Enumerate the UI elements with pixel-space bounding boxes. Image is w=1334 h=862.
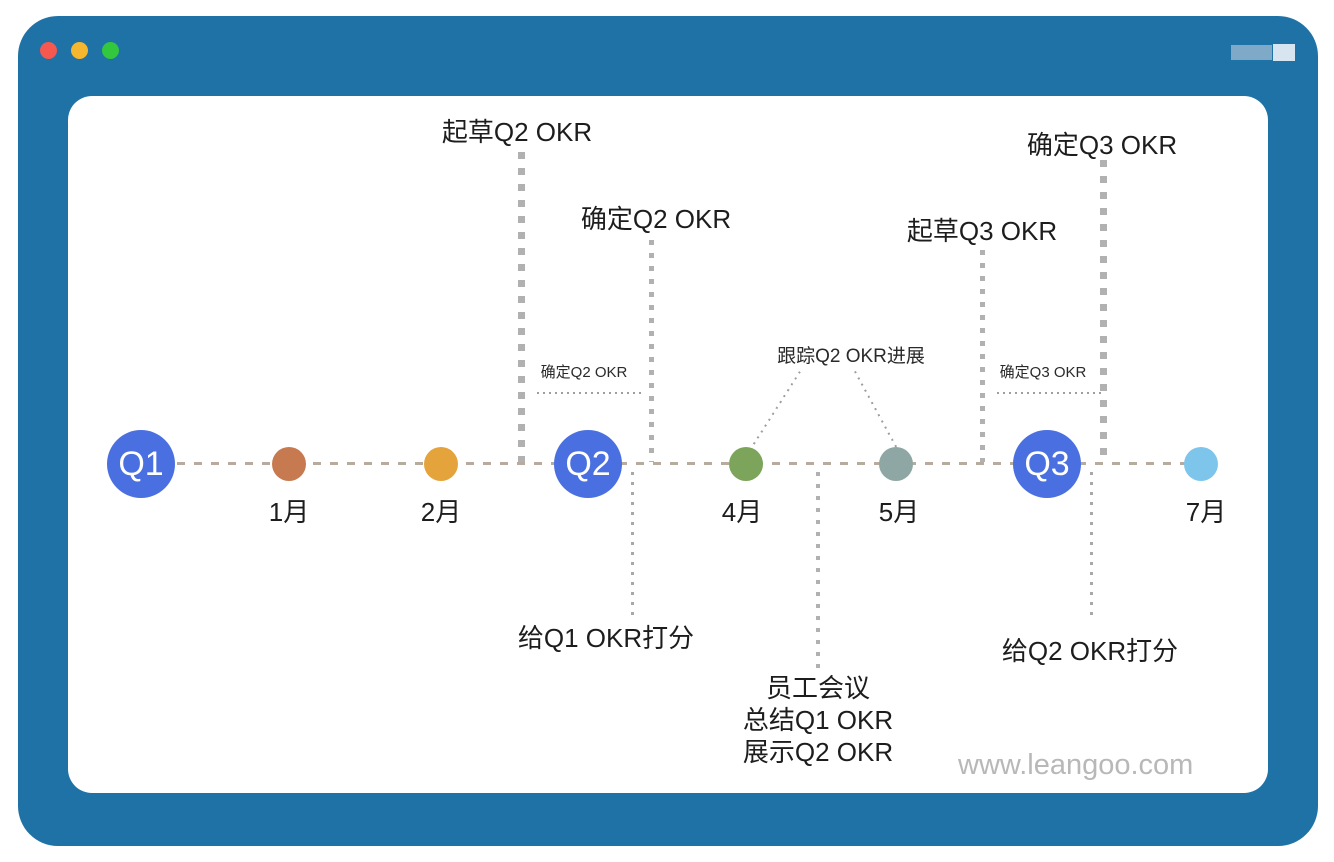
annotation-track-q2: 跟踪Q2 OKR进展 [777,346,925,367]
confirm-q3-connector [1100,160,1107,462]
annotation-confirm-q2: 确定Q2 OKR [580,204,732,234]
month-label-feb: 2月 [420,497,462,527]
month-dot-may [879,447,913,481]
timeline-canvas: Q1 Q2 Q3 1月 2月 4月 5月 7月 起草Q2 OKR 确定Q2 OK… [68,96,1268,793]
annotation-score-q1: 给Q1 OKR打分 [517,623,695,653]
month-label-jan: 1月 [268,497,310,527]
quarter-label-q2: Q2 [565,444,611,483]
score-q2-connector [1090,472,1093,618]
month-label-apr: 4月 [721,497,763,527]
quarter-label-q1: Q1 [118,444,164,483]
meeting-line-2: 总结Q1 OKR [742,705,894,735]
month-dot-apr [729,447,763,481]
annotation-staff-meeting: 员工会议 总结Q1 OKR 展示Q2 OKR [743,672,893,768]
quarter-node-q3: Q3 [1013,430,1081,498]
meeting-line-1: 员工会议 [765,673,870,703]
annotation-score-q2: 给Q2 OKR打分 [1001,636,1179,666]
track-q2-right-connector [854,370,898,450]
close-button[interactable] [40,42,57,59]
confirm-q3-bracket-line [997,392,1105,394]
annotation-confirm-q3-small: 确定Q3 OKR [999,364,1087,381]
annotation-draft-q2: 起草Q2 OKR [441,117,593,147]
month-label-may: 5月 [878,497,920,527]
draft-q3-connector [980,250,985,462]
browser-window-frame: Q1 Q2 Q3 1月 2月 4月 5月 7月 起草Q2 OKR 确定Q2 OK… [18,16,1318,846]
window-control-bar[interactable] [1231,45,1272,60]
annotation-confirm-q3: 确定Q3 OKR [1026,130,1178,160]
month-dot-jan [272,447,306,481]
annotation-draft-q3: 起草Q3 OKR [906,216,1058,246]
quarter-node-q2: Q2 [554,430,622,498]
confirm-q2-connector [649,240,654,462]
month-label-jul: 7月 [1185,497,1227,527]
watermark: www.leangoo.com [958,749,1194,781]
quarter-node-q1: Q1 [107,430,175,498]
window-control-box[interactable] [1273,44,1295,61]
month-dot-jul [1184,447,1218,481]
track-q2-left-connector [750,371,801,449]
draft-q2-connector [518,152,525,462]
minimize-button[interactable] [71,42,88,59]
annotation-confirm-q2-small: 确定Q2 OKR [540,364,628,381]
maximize-button[interactable] [102,42,119,59]
month-dot-feb [424,447,458,481]
score-q1-connector [631,472,634,618]
meeting-connector [816,472,820,676]
confirm-q2-bracket-line [537,392,645,394]
meeting-line-3: 展示Q2 OKR [742,737,894,767]
timeline-axis [160,462,1205,465]
quarter-label-q3: Q3 [1024,444,1070,483]
